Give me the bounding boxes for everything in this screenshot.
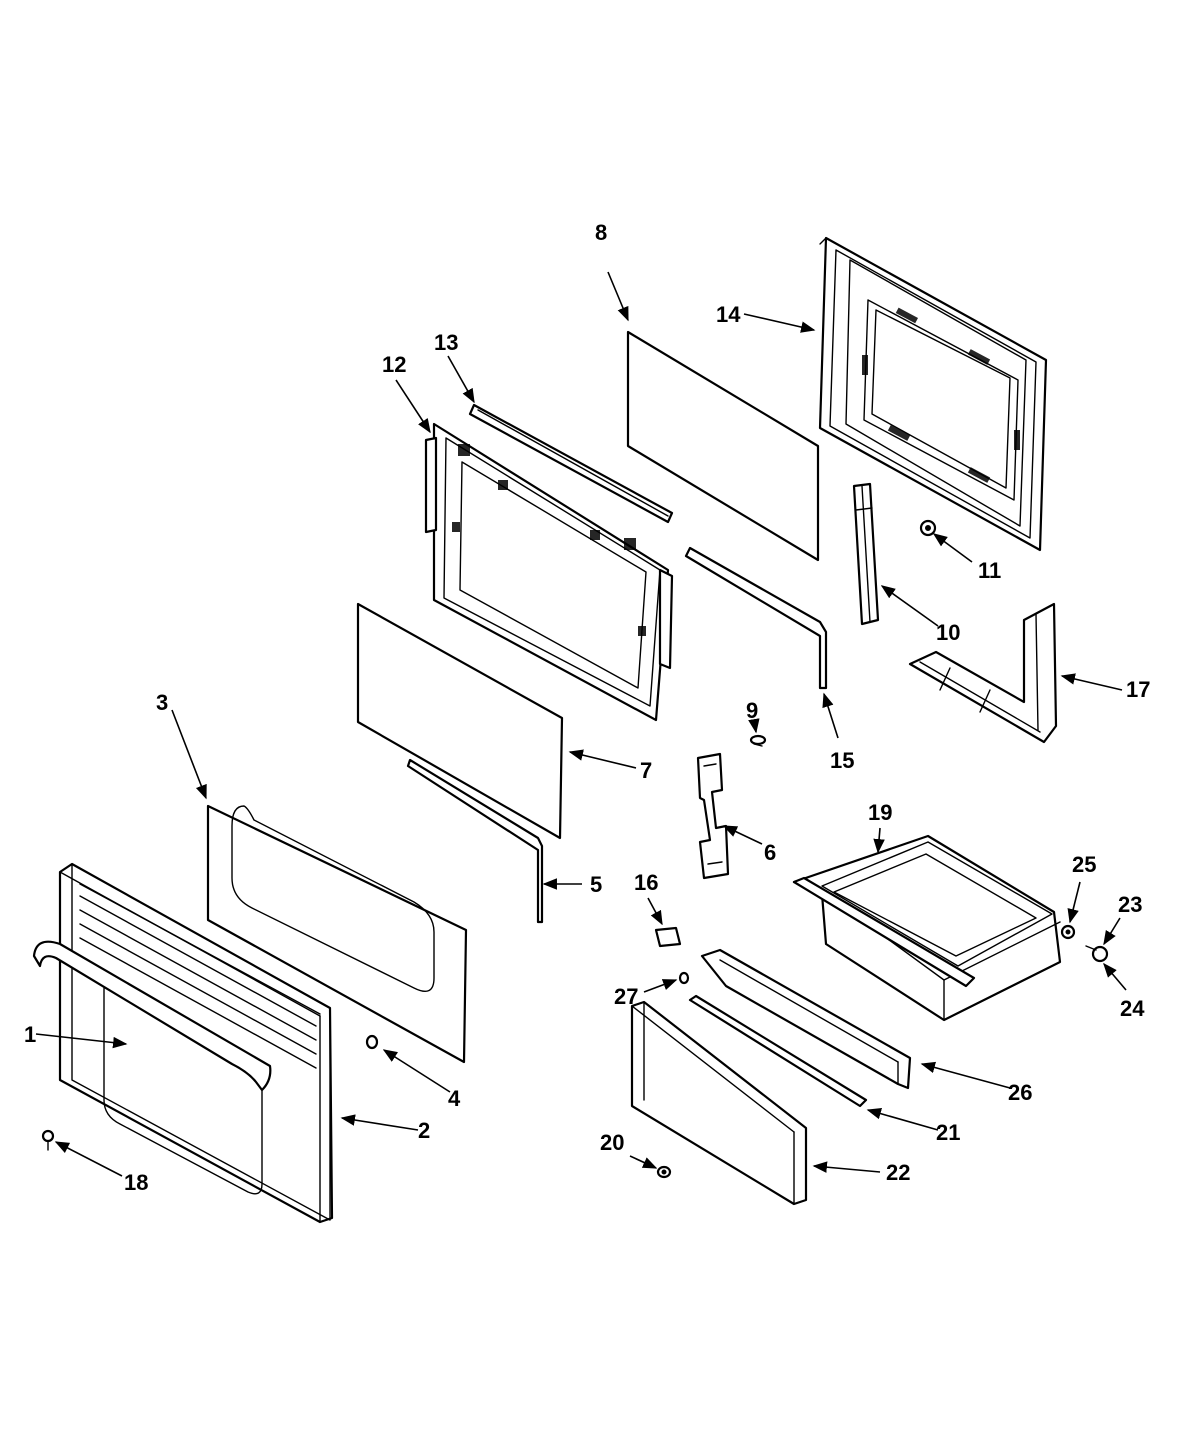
part-25-nut xyxy=(1060,924,1076,940)
part-14-inner-door-panel xyxy=(818,236,1048,552)
part-16-clip xyxy=(654,926,682,948)
callout-18: 18 xyxy=(124,1170,148,1195)
part-5-glass-seal xyxy=(406,758,544,924)
part-2-outer-door-panel xyxy=(32,862,334,1224)
callout-3: 3 xyxy=(156,690,168,715)
callout-20: 20 xyxy=(600,1130,624,1155)
callout-15: 15 xyxy=(830,748,854,773)
callout-19: 19 xyxy=(868,800,892,825)
callout-9: 9 xyxy=(746,698,758,723)
part-11-nut xyxy=(919,519,937,537)
part-8-glass-panel xyxy=(626,330,820,562)
callout-4: 4 xyxy=(448,1086,461,1111)
part-21-trim-strip xyxy=(688,994,868,1108)
part-13-top-trim xyxy=(468,403,674,524)
part-19-storage-drawer xyxy=(792,834,1062,1022)
part-20-clip xyxy=(656,1165,672,1179)
callout-13: 13 xyxy=(434,330,458,355)
callout-8: 8 xyxy=(595,220,607,245)
part-9-screw xyxy=(749,734,767,747)
part-26-drawer-bracket xyxy=(700,948,912,1090)
callout-14: 14 xyxy=(716,302,741,327)
callout-10: 10 xyxy=(936,620,960,645)
callout-23: 23 xyxy=(1118,892,1142,917)
part-22-drawer-front xyxy=(630,1000,808,1206)
part-6-hinge-receptacle xyxy=(696,752,730,880)
part-7-inner-glass xyxy=(356,602,564,840)
part-10-hinge-bracket xyxy=(852,482,880,626)
callout-5: 5 xyxy=(590,872,602,897)
callout-11: 11 xyxy=(978,558,1001,583)
part-12-door-frame xyxy=(424,422,674,722)
part-4-screw xyxy=(365,1034,379,1050)
callout-26: 26 xyxy=(1008,1080,1032,1105)
callout-27: 27 xyxy=(614,984,638,1009)
part-17-insulation xyxy=(908,602,1058,744)
callout-labels: 8 14 13 12 11 10 17 15 9 7 3 6 5 16 19 2… xyxy=(24,220,1150,1195)
leader-lines xyxy=(35,271,1127,1177)
callout-16: 16 xyxy=(634,870,658,895)
callout-21: 21 xyxy=(936,1120,960,1145)
callout-22: 22 xyxy=(886,1160,910,1185)
callout-25: 25 xyxy=(1072,852,1096,877)
callout-6: 6 xyxy=(764,840,776,865)
part-23-24-bolt xyxy=(1085,945,1109,963)
callout-7: 7 xyxy=(640,758,652,783)
part-15-side-channel xyxy=(684,546,828,690)
callout-1: 1 xyxy=(24,1022,36,1047)
callout-17: 17 xyxy=(1126,677,1150,702)
callout-24: 24 xyxy=(1120,996,1145,1021)
callout-2: 2 xyxy=(418,1118,430,1143)
part-27-screw xyxy=(678,971,690,985)
part-3-outer-door-glass xyxy=(206,804,468,1064)
callout-12: 12 xyxy=(382,352,406,377)
part-18-screw xyxy=(41,1129,55,1151)
